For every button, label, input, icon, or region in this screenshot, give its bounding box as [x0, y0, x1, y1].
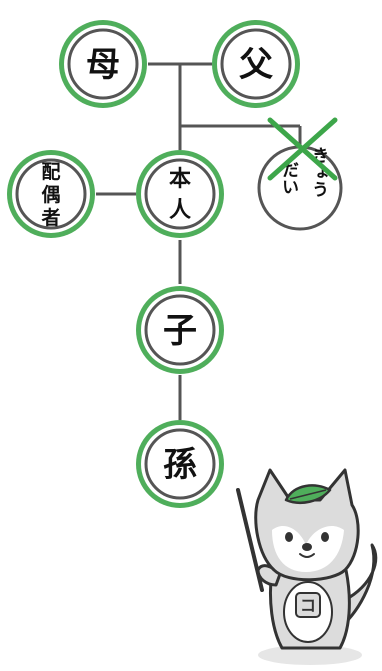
fox-mascot-icon: コ [236, 468, 378, 665]
mascot-shadow [258, 645, 362, 665]
node-self: 本 人 [136, 150, 224, 238]
mascot-nose [302, 543, 312, 551]
node-mother: 母 [59, 20, 147, 108]
node-child-label: 子 [163, 311, 197, 351]
node-sibling: きょう だい [257, 117, 343, 231]
connector-lines [96, 62, 302, 420]
node-father-label: 父 [239, 45, 273, 85]
node-father: 父 [212, 20, 300, 108]
node-spouse-label-3: 者 [41, 207, 60, 229]
mascot-badge-letter: コ [300, 596, 316, 615]
node-self-label-1: 本 [169, 167, 191, 192]
mascot-badge [295, 592, 321, 618]
node-grandchild-label: 孫 [163, 445, 197, 485]
mascot-eye-left [285, 532, 293, 542]
node-grandchild: 孫 [136, 420, 224, 508]
node-spouse-label-1: 配 [41, 161, 60, 183]
cross-mark-icon [267, 117, 338, 181]
node-spouse: 配 偶 者 [7, 150, 95, 238]
mascot-eye-right [321, 532, 329, 542]
node-child: 子 [136, 286, 224, 374]
node-mother-label: 母 [86, 45, 120, 85]
node-spouse-label-2: 偶 [41, 183, 60, 206]
node-self-label-2: 人 [169, 198, 191, 223]
